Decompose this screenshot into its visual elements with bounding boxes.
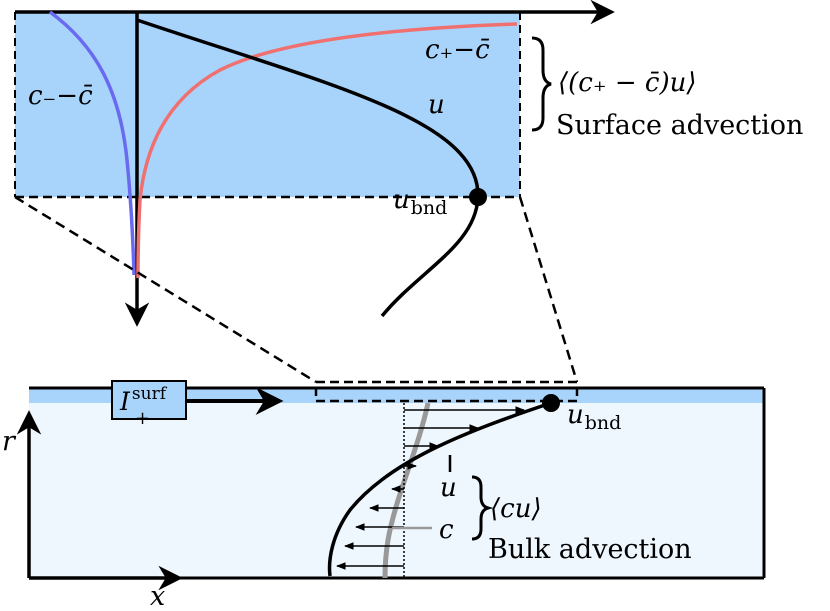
u-bnd-bulk-point (542, 394, 560, 412)
c-bulk-label: c (439, 515, 454, 545)
r-axis-label: r (2, 426, 17, 457)
zoom-surface-layer (15, 12, 520, 197)
zoom-panel: c₋−c̄ c₊−c̄ u ubnd ⟨(c₊ − c̄)u⟩ Surface … (14, 0, 803, 327)
c-minus-curve (48, 10, 136, 276)
zoom-connector-right (518, 196, 579, 383)
surface-brace (531, 36, 552, 132)
c-plus-curve (136, 22, 518, 279)
zoom-connector-left (14, 195, 317, 384)
u-velocity-curve (136, 18, 480, 318)
surface-source-box (111, 380, 187, 420)
bulk-caption: Bulk advection (488, 534, 692, 565)
u-bnd-point (469, 188, 487, 206)
zoom-window (314, 380, 579, 403)
c-bulk-curve (382, 402, 431, 579)
surface-flux-label: ⟨(c₊ − c̄)u⟩ (558, 68, 696, 98)
u-bulk-label: u (440, 473, 457, 503)
x-axis-label: x (150, 581, 165, 611)
u-label: u (428, 90, 445, 120)
u-bnd-bulk-label: ubnd (567, 400, 621, 434)
c-minus-label: c₋−c̄ (28, 81, 93, 111)
c-plus-label: c₊−c̄ (425, 35, 490, 65)
bulk-flux-label: ⟨cu⟩ (490, 494, 542, 524)
u-bnd-label: ubnd (393, 185, 447, 219)
u-bulk-curve (327, 401, 552, 577)
bulk-brace (471, 475, 494, 541)
surface-caption: Surface advection (556, 110, 803, 141)
surface-source-sub: + (135, 408, 150, 429)
